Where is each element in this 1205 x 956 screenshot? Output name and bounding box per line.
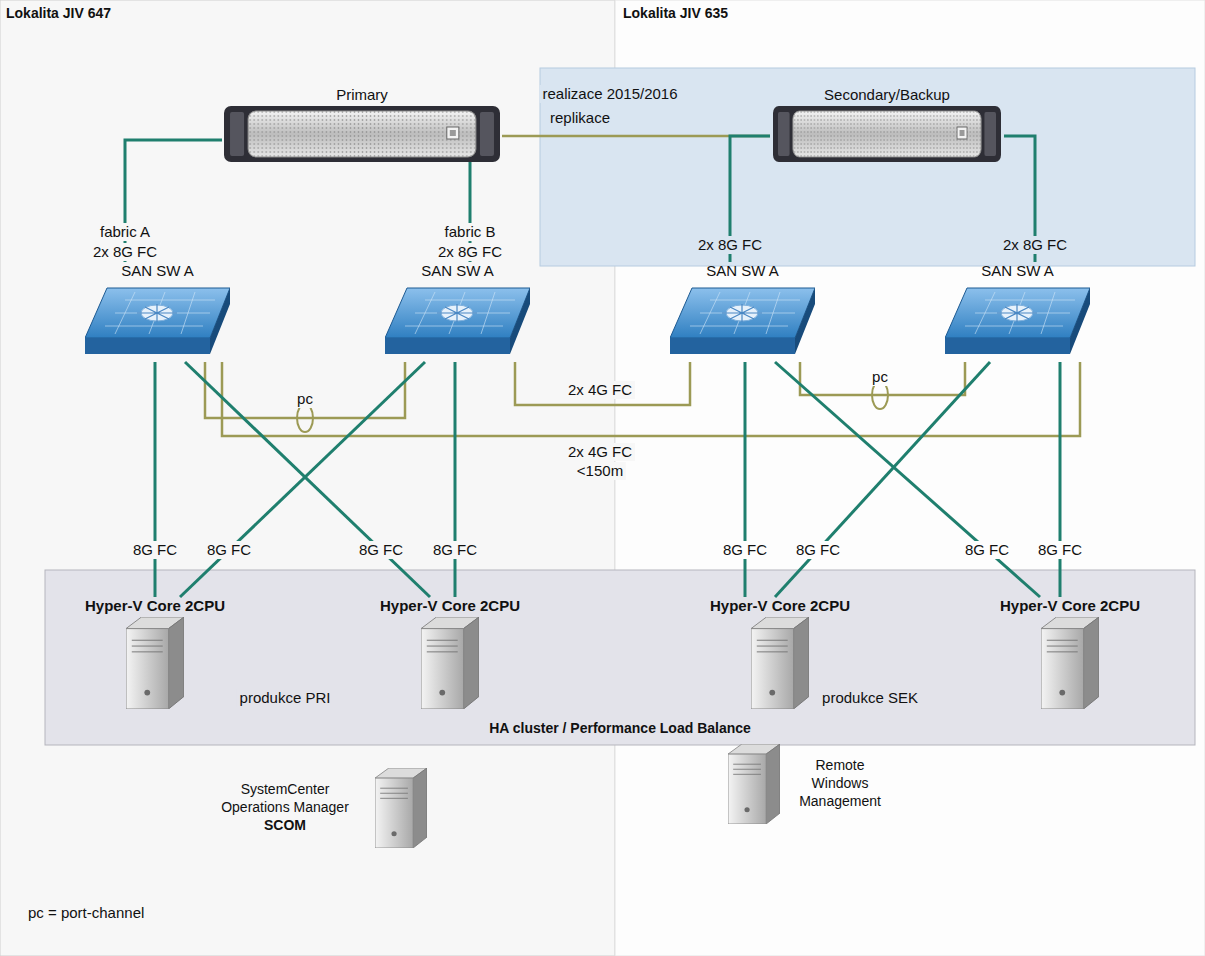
server-icon: [126, 617, 184, 709]
link-line: [800, 362, 965, 395]
fc-link: [1059, 362, 1062, 597]
san-switch: SAN SW A: [940, 262, 1095, 362]
phase-band: [540, 68, 1195, 266]
link-label: replikace: [547, 109, 613, 127]
switch-icon: [945, 288, 1090, 354]
server: SystemCenter Operations ManagerSCOM: [205, 766, 445, 848]
link-label: 8G FC: [430, 541, 480, 559]
server-icon: [751, 617, 809, 709]
phase-note: realizace 2015/2016: [539, 85, 680, 103]
switch-icon: [385, 288, 530, 354]
node-label: Hyper-V Core 2CPU: [380, 597, 520, 615]
san-switch: SAN SW A: [380, 262, 535, 362]
link-line: [515, 362, 690, 405]
storage-icon: [224, 106, 500, 162]
server: Hyper-V Core 2CPU: [985, 597, 1155, 709]
fc-link: [154, 362, 157, 597]
link-label: pc: [869, 368, 891, 386]
site-region: Lokalita JIV 635Secondary/BackupSAN SW A…: [615, 0, 1205, 956]
fc-link: [744, 362, 747, 597]
switch-icon: [945, 282, 1090, 362]
server: Remote Windows Management: [728, 742, 978, 824]
server-icon: [728, 744, 780, 824]
server: Hyper-V Core 2CPU: [365, 597, 535, 709]
node-label: SCOM: [264, 816, 306, 834]
switch-icon: [670, 282, 815, 362]
server-icon: [375, 768, 427, 848]
cluster-ground: [45, 570, 1195, 745]
node-label: Lokalita JIV 635: [623, 4, 728, 22]
server-icon: [1041, 617, 1099, 709]
link-label: 2x 8G FC: [1000, 236, 1070, 254]
link-label: 2x 8G FC: [695, 236, 765, 254]
link-line: [222, 362, 1080, 436]
group-name: produkce SEK: [819, 689, 921, 707]
link-label: 8G FC: [962, 541, 1012, 559]
server-icon: [421, 617, 479, 709]
server-icon: [1041, 617, 1099, 709]
node-label: Secondary/Backup: [824, 86, 950, 104]
link-label: 8G FC: [130, 541, 180, 559]
link-label: pc: [294, 390, 316, 408]
node-label: SAN SW A: [706, 262, 779, 280]
storage-array: Secondary/Backup: [770, 86, 1004, 162]
group-name: produkce PRI: [237, 689, 334, 707]
link-label: 8G FC: [356, 541, 406, 559]
node-label: SAN SW A: [121, 262, 194, 280]
node-label: Lokalita JIV 647: [6, 4, 111, 22]
note: pc = port-channel: [25, 904, 147, 922]
distance-note: <150m: [574, 462, 626, 480]
link-label: 8G FC: [793, 541, 843, 559]
storage-icon: [773, 106, 1001, 162]
cluster-band: HA cluster / Performance Load Balance Hyp…: [45, 570, 1195, 745]
fc-link: [454, 362, 457, 597]
switch-icon: [85, 288, 230, 354]
link-label: 8G FC: [204, 541, 254, 559]
node-label: Hyper-V Core 2CPU: [85, 597, 225, 615]
storage-array: Primary: [222, 86, 502, 162]
site-region: Lokalita JIV 647PrimarySAN SW A SAN SW A S…: [0, 0, 615, 956]
fc-link: [775, 362, 1040, 597]
san-switch: SAN SW A: [665, 262, 820, 362]
switch-icon: [85, 282, 230, 362]
server-icon: [421, 617, 479, 709]
san-switch: SAN SW A: [80, 262, 235, 362]
fc-link: [180, 362, 425, 597]
server-icon: [728, 744, 780, 824]
node-label: Hyper-V Core 2CPU: [710, 597, 850, 615]
node-label: Primary: [336, 86, 388, 104]
node-label: HA cluster / Performance Load Balance: [45, 719, 1195, 737]
fc-link: [185, 362, 430, 597]
switch-icon: [385, 282, 530, 362]
node-label: SystemCenter Operations Manager: [205, 780, 365, 816]
link-label: 2x 4G FC: [565, 443, 635, 461]
server: Hyper-V Core 2CPU: [70, 597, 240, 709]
link-label: 8G FC: [720, 541, 770, 559]
link-label: 2x 8G FC: [435, 243, 505, 261]
site-ground: [0, 0, 615, 956]
node-label: SAN SW A: [981, 262, 1054, 280]
node-label: SAN SW A: [421, 262, 494, 280]
fabric-name: fabric A: [97, 223, 153, 241]
node-label: Remote Windows Management: [790, 756, 890, 810]
storage-icon: [224, 106, 500, 162]
server-icon: [126, 617, 184, 709]
fabric-name: fabric B: [442, 223, 499, 241]
link-label: 2x 4G FC: [565, 381, 635, 399]
storage-icon: [773, 106, 1001, 162]
link-label: 8G FC: [1035, 541, 1085, 559]
switch-icon: [670, 288, 815, 354]
server-icon: [375, 768, 427, 848]
fc-link: [775, 362, 990, 597]
node-label: Hyper-V Core 2CPU: [1000, 597, 1140, 615]
link-label: 2x 8G FC: [90, 243, 160, 261]
server-icon: [751, 617, 809, 709]
